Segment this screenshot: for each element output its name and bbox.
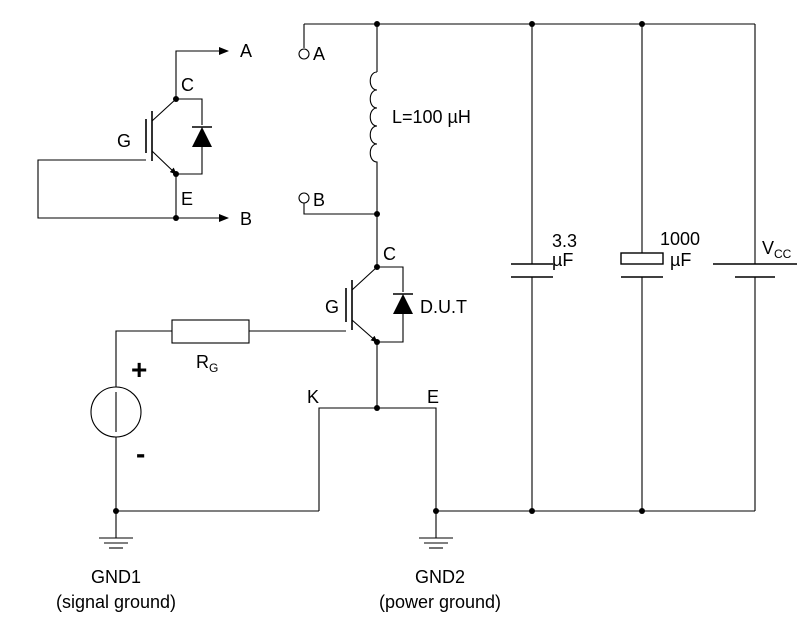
gnd1-desc: (signal ground): [56, 592, 176, 612]
cap2-plate: [620, 252, 664, 265]
diode-collector-wire: [176, 98, 203, 125]
top-emitter-label: E: [181, 189, 193, 209]
top-collector-label: C: [181, 75, 194, 95]
dut-label: D.U.T: [420, 297, 467, 317]
terminal-b-label: B: [313, 190, 325, 210]
dut-collector-leg: [351, 266, 378, 291]
cap1-value: 3.3: [552, 231, 577, 251]
gnd2-name: GND2: [415, 567, 465, 587]
top-gate-label: G: [117, 131, 131, 151]
terminal-b-lead: [303, 203, 377, 215]
gate-resistor: [171, 319, 250, 344]
source-top-wire: [115, 330, 172, 387]
cap2-unit: µF: [670, 250, 691, 270]
gate-drive: RG + -: [90, 319, 346, 511]
source-plus-label: +: [131, 354, 147, 385]
dut-diode-top-wire: [377, 266, 404, 292]
junction-dot: [173, 96, 179, 102]
emitter-label: E: [427, 387, 439, 407]
junction-dot: [173, 171, 179, 177]
dut-collector-label: C: [383, 244, 396, 264]
top-igbt-switch: A B C E G: [37, 41, 252, 229]
power-loop: A L=100 µH B: [298, 21, 755, 217]
dut-diode-anode-wire: [377, 314, 404, 343]
dut-emitter-leg: [351, 319, 378, 343]
vcc-label: VCC: [762, 238, 792, 261]
terminal-a: [298, 48, 310, 60]
output-a-label: A: [240, 41, 252, 61]
output-a-wire: [175, 47, 229, 99]
dut-diode-icon: [393, 294, 413, 314]
dc-link: 3.3 µF 1000 µF VCC: [511, 24, 797, 511]
igbt-collector-leg: [151, 98, 177, 122]
output-b-label: B: [240, 209, 252, 229]
junction-dot: [374, 339, 380, 345]
junction-dot: [374, 21, 380, 27]
inductor-coil: [369, 71, 378, 168]
terminal-a-label: A: [313, 44, 325, 64]
gnd1-name: GND1: [91, 567, 141, 587]
cap2-value: 1000: [660, 229, 700, 249]
gate-shorting-loop: [37, 159, 176, 219]
ground-network: GND1 (signal ground) GND2 (power ground): [56, 508, 755, 612]
cap1-unit: µF: [552, 250, 573, 270]
gnd2-desc: (power ground): [379, 592, 501, 612]
igbt-emitter-leg: [151, 150, 177, 175]
junction-dot: [374, 264, 380, 270]
power-emitter-wire: [377, 407, 437, 511]
diode-icon: [192, 127, 212, 147]
dut-igbt: C G D.U.T K E: [307, 214, 467, 511]
source-minus-label: -: [136, 438, 145, 469]
terminal-b: [298, 192, 310, 204]
gate-resistor-label: RG: [196, 352, 218, 375]
kelvin-label: K: [307, 387, 319, 407]
kelvin-emitter-wire: [318, 407, 377, 511]
inductor-label: L=100 µH: [392, 107, 471, 127]
dut-gate-label: G: [325, 297, 339, 317]
junction-dot: [173, 215, 179, 221]
diode-anode-wire: [176, 147, 203, 175]
